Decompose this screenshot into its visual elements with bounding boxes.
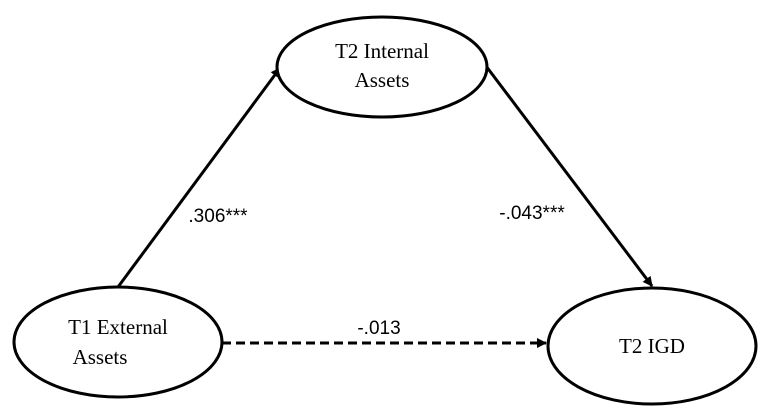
edge-internal-to-igd xyxy=(484,65,654,287)
node-t2-igd: T2 IGD xyxy=(546,286,758,406)
node-t1-external-assets: T1 External Assets xyxy=(12,285,224,399)
node-t1-external-assets-line2: Assets xyxy=(73,345,128,369)
node-t2-igd-label: T2 IGD xyxy=(619,334,685,358)
node-t1-external-assets-line1: T1 External xyxy=(68,315,168,339)
edge-label-external-to-internal: .306*** xyxy=(188,206,248,227)
edge-label-internal-to-igd: -.043*** xyxy=(499,203,565,224)
node-t2-internal-assets-line2: Assets xyxy=(355,68,410,92)
node-t2-internal-assets: T2 Internal Assets xyxy=(275,15,489,119)
node-t2-internal-assets-line1: T2 Internal xyxy=(335,39,429,63)
edge-external-to-internal xyxy=(116,67,282,288)
edge-label-external-to-igd: -.013 xyxy=(357,318,400,339)
